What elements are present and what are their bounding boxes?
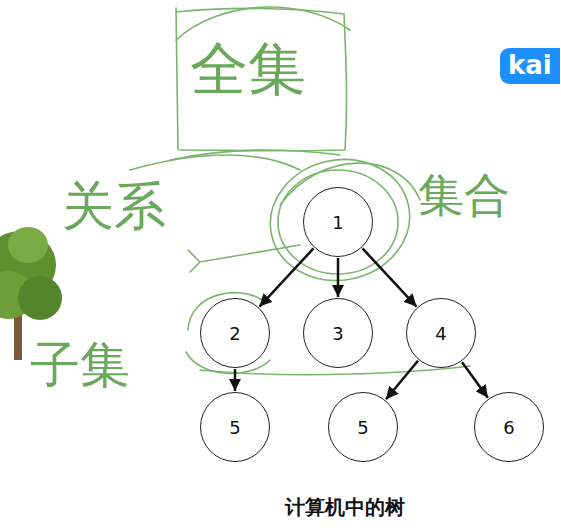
tree-node-circle: 5 bbox=[200, 392, 270, 462]
node-number: 2 bbox=[229, 323, 240, 344]
tree-arrow bbox=[462, 362, 488, 398]
tree-node-circle: 5 bbox=[328, 392, 398, 462]
tree-arrow bbox=[259, 248, 313, 306]
tree-arrow bbox=[362, 248, 416, 306]
node-number: 6 bbox=[503, 417, 514, 438]
tree-node-circle: 2 bbox=[200, 298, 270, 368]
caption: 计算机中的树 bbox=[285, 494, 405, 521]
tree-node-circle: 6 bbox=[474, 392, 544, 462]
handwritten-note: 关系 bbox=[62, 180, 166, 232]
tree-arrow bbox=[386, 361, 418, 400]
node-number: 5 bbox=[357, 417, 368, 438]
tree-arrow bbox=[234, 369, 237, 391]
tree-node-circle: 1 bbox=[303, 187, 373, 257]
node-number: 1 bbox=[332, 212, 343, 233]
tree-node-circle: 3 bbox=[303, 298, 373, 368]
tree-node-circle: 4 bbox=[406, 298, 476, 368]
handwritten-note: 子集 bbox=[30, 340, 130, 390]
tree-arrow bbox=[337, 258, 340, 297]
handwritten-note: 全集 bbox=[190, 40, 306, 98]
node-number: 5 bbox=[229, 417, 240, 438]
handwritten-note: 集合 bbox=[418, 172, 510, 218]
node-number: 3 bbox=[332, 323, 343, 344]
brand-logo: kai bbox=[500, 48, 560, 84]
node-number: 4 bbox=[435, 323, 446, 344]
